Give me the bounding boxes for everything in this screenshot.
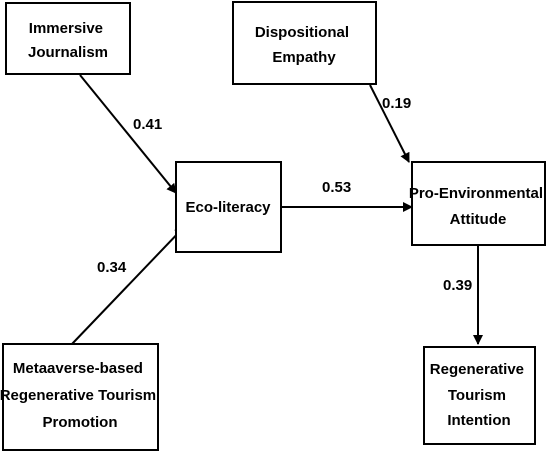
node-label-line: Promotion — [43, 414, 118, 431]
svg-text:Pro-Environmental Attitu: Pro-Environmental Attitude — [409, 185, 547, 228]
svg-text:Metaaverse-based Regener: Metaaverse-based Regenerative Tourism Pr… — [0, 360, 160, 431]
node-label-line: Empathy — [272, 49, 336, 66]
node-label-line: Dispositional — [255, 24, 349, 41]
node-label-line: Intention — [447, 412, 510, 429]
node-metaaverse-based-promotion: Metaaverse-based Regenerative Tourism Pr… — [0, 343, 160, 451]
node-pro-environmental-attitude: Pro-Environmental Attitude — [409, 161, 547, 246]
path-coefficient-empathy-pro: 0.19 — [382, 95, 411, 112]
path-coefficient-eco-pro: 0.53 — [322, 179, 351, 196]
node-label-line: Attitude — [450, 211, 507, 228]
node-box — [411, 161, 546, 246]
edge-metaaverse-to-eco-literacy — [71, 226, 185, 345]
svg-text:Regenerative Tourism: Regenerative Tourism Intention — [430, 361, 528, 429]
node-label-line: Pro-Environmental — [409, 185, 543, 202]
node-label-line: Immersive — [29, 20, 103, 37]
svg-text:Dispositional Empathy: Dispositional Empathy — [255, 24, 353, 66]
svg-text:Immersive Journalism: Immersive Journalism — [28, 20, 108, 61]
node-label-line: Eco-literacy — [185, 199, 271, 216]
node-box — [2, 343, 159, 451]
svg-text:Eco-literacy: Eco-literacy — [185, 199, 271, 216]
edge-empathy-to-pro-environmental — [369, 84, 410, 163]
node-label-line: Tourism — [448, 387, 506, 404]
node-box — [232, 1, 377, 85]
path-coefficient-pro-intention: 0.39 — [443, 277, 472, 294]
node-immersive-journalism: Immersive Journalism — [5, 2, 131, 75]
edge-labels: 0.41 0.34 0.53 0.19 0.39 — [97, 95, 472, 294]
node-box — [423, 346, 536, 445]
node-regenerative-tourism-intention: Regenerative Tourism Intention — [423, 346, 536, 445]
edge-immersive-to-eco-literacy — [79, 74, 177, 194]
node-box — [5, 2, 131, 75]
node-label-line: Metaaverse-based — [13, 360, 143, 377]
node-box — [175, 161, 282, 253]
node-label-line: Regenerative — [430, 361, 524, 378]
node-label-line: Journalism — [28, 44, 108, 61]
node-label-line: Regenerative Tourism — [0, 387, 156, 404]
node-eco-literacy: Eco-literacy — [175, 161, 282, 253]
path-coefficient-immersive-eco: 0.41 — [133, 116, 162, 133]
edges — [71, 74, 483, 345]
path-coefficient-metaaverse-eco: 0.34 — [97, 259, 127, 276]
node-dispositional-empathy: Dispositional Empathy — [232, 1, 377, 85]
